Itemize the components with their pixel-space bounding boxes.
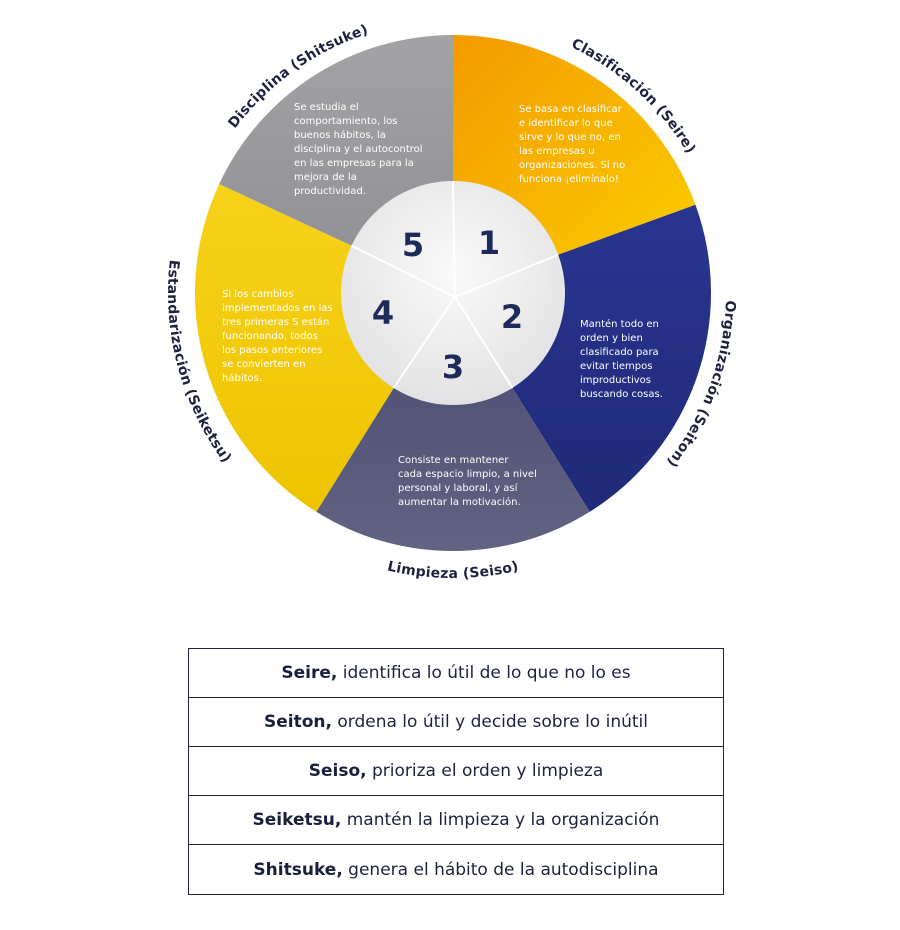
table-row-description: prioriza el orden y limpieza xyxy=(366,761,604,781)
table-row: Shitsuke, genera el hábito de la autodis… xyxy=(189,845,723,894)
center-divider xyxy=(392,296,456,389)
table-row-description: ordena lo útil y decide sobre lo inútil xyxy=(331,712,648,732)
table-row: Seiketsu, mantén la limpieza y la organi… xyxy=(189,796,723,845)
segment-seiso xyxy=(316,293,590,551)
number-label-shitsuke: 5 xyxy=(402,226,424,264)
center-divider xyxy=(351,244,456,298)
center-disc xyxy=(341,181,565,405)
table-row-description: mantén la limpieza y la organización xyxy=(341,810,660,830)
table-row-term: Shitsuke, xyxy=(253,859,343,880)
table-row: Seire, identifica lo útil de lo que no l… xyxy=(189,649,723,698)
number-label-seiketsu: 4 xyxy=(372,294,394,332)
table-row: Seiso, prioriza el orden y limpieza xyxy=(189,747,723,796)
center-divider xyxy=(454,296,514,389)
table-row-description: genera el hábito de la autodisciplina xyxy=(342,859,659,880)
table-row-term: Seiketsu, xyxy=(252,810,342,830)
number-label-seiton: 2 xyxy=(501,298,523,336)
table-row-description: identifica lo útil de lo que no lo es xyxy=(337,663,631,683)
number-label-seiso: 3 xyxy=(442,348,464,386)
table-row-term: Seire, xyxy=(281,663,338,683)
center-divider xyxy=(454,253,559,298)
table-row: Seiton, ordena lo útil y decide sobre lo… xyxy=(189,698,723,747)
summary-table: Seire, identifica lo útil de lo que no l… xyxy=(188,648,724,895)
number-label-seire: 1 xyxy=(478,224,500,262)
table-row-term: Seiton, xyxy=(263,712,332,732)
center-divider xyxy=(452,180,456,298)
table-row-term: Seiso, xyxy=(308,761,367,781)
arc-label-seiso: Limpieza (Seiso) xyxy=(386,559,520,582)
wheel-center: 123 45 xyxy=(341,180,565,405)
